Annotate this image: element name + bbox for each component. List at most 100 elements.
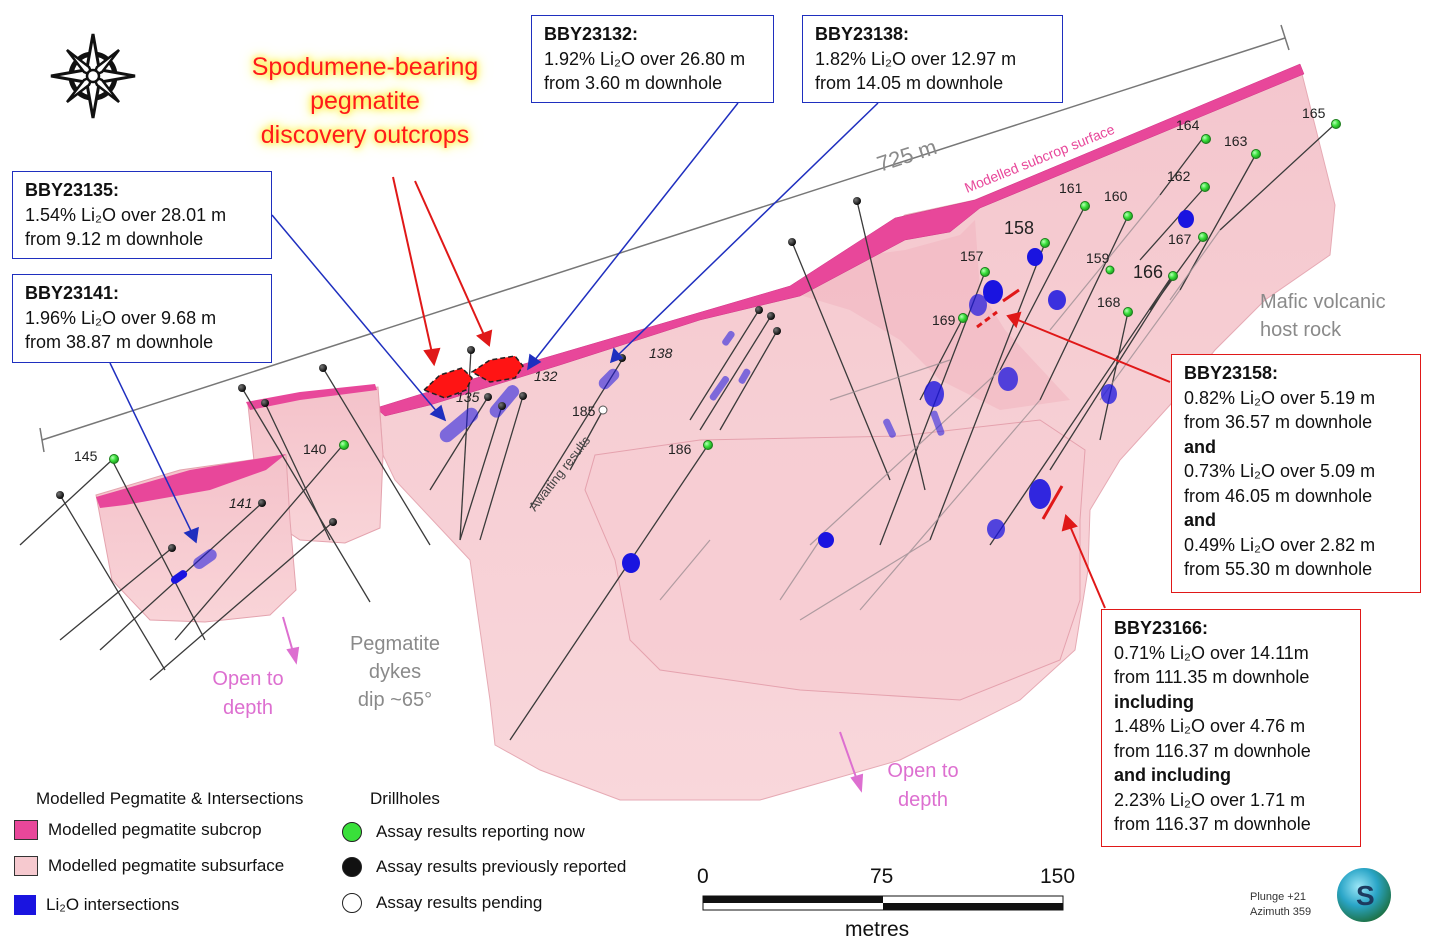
label-185: 185 (572, 403, 596, 419)
label-166: 166 (1133, 262, 1163, 282)
label-140: 140 (303, 441, 327, 457)
collar-159 (1105, 265, 1115, 275)
host-rock-line-1: Mafic volcanic (1260, 291, 1386, 313)
callout-and: and (1184, 510, 1217, 530)
label-165: 165 (1302, 105, 1326, 121)
collar-164 (1201, 134, 1211, 144)
label-135: 135 (456, 389, 480, 405)
callout-line: from 9.12 m downhole (25, 229, 204, 249)
intersection-b5 (930, 410, 945, 436)
callout-line: 2.23% Li₂O over 1.71 m (1114, 789, 1306, 810)
callout-line: from 116.37 m downhole (1114, 740, 1311, 761)
legend-subcrop: Modelled pegmatite subcrop (14, 820, 262, 840)
open-to-depth-right: Open to depth (870, 757, 976, 815)
azimuth-label: Azimuth 359 (1250, 906, 1312, 918)
intersection-c3 (987, 519, 1005, 539)
callout-line: 1.96% Li₂O over 9.68 m (25, 307, 217, 328)
intersection-c5 (622, 553, 640, 573)
callout-including: including (1114, 691, 1194, 712)
dykes-line-2: dykes (368, 661, 422, 683)
callout-line: from 116.37 m downhole (1114, 814, 1311, 834)
legend-label: Assay results reporting now (376, 822, 585, 841)
dot-previously-reported (342, 857, 362, 877)
view-orientation: Plunge +21 Azimuth 359 (1250, 890, 1311, 920)
label-164: 164 (1176, 117, 1200, 133)
legend-reporting-now: Assay results reporting now (342, 822, 585, 842)
callout-line: 1.54% Li₂O over 28.01 m (25, 204, 227, 225)
collars-previous (56, 197, 861, 552)
label-132: 132 (534, 368, 558, 384)
intersection-169 (924, 381, 944, 407)
collar-163 (1251, 149, 1261, 159)
legend-heading-drillholes: Drillholes (370, 789, 440, 808)
callout-hole-id: BBY23138: (815, 24, 910, 44)
leader-lines-blue (109, 102, 879, 544)
pegmatite-body-main (379, 65, 1336, 801)
callout-including: and including (1114, 765, 1231, 785)
label-168: 168 (1097, 294, 1121, 310)
callout-line: 1.48% Li₂O over 4.76 m (1114, 716, 1306, 736)
label-157: 157 (960, 248, 984, 264)
intersection-167 (1178, 210, 1194, 228)
host-rock-line-2: host rock (1260, 319, 1342, 341)
intersection-141b (170, 570, 188, 584)
collar-140 (339, 440, 349, 450)
callout-bby23138: BBY23138: 1.82% Li₂O over 12.97 m from 1… (802, 15, 1063, 103)
scale-unit: metres (845, 918, 910, 941)
open-depth-right-line-1: Open to (887, 760, 959, 782)
collar-158 (1040, 238, 1050, 248)
collar-145 (109, 454, 119, 464)
legend-label: Assay results previously reported (376, 857, 627, 876)
callout-bby23166: BBY23166: 0.71% Li₂O over 14.11m from 11… (1101, 609, 1361, 847)
dykes-line-1: Pegmatite (349, 633, 441, 655)
callout-line: from 46.05 m downhole (1184, 485, 1373, 506)
intersection-159 (1048, 290, 1066, 310)
collars (56, 119, 1341, 552)
label-158: 158 (1004, 218, 1034, 238)
callout-bby23158: BBY23158: 0.82% Li₂O over 5.19 m from 36… (1171, 354, 1421, 593)
collar-168 (1123, 307, 1133, 317)
intersection-c4 (818, 532, 834, 548)
intersection-158a (983, 280, 1003, 304)
title-line-2: pegmatite (310, 87, 420, 115)
legend-subsurface: Modelled pegmatite subsurface (14, 856, 284, 876)
callout-hole-id: BBY23135: (25, 180, 120, 200)
svg-text:S: S (1356, 880, 1375, 911)
legend-label: Li₂O intersections (46, 895, 180, 914)
leader-lines-red (392, 176, 1171, 609)
callout-line: 1.92% Li₂O over 26.80 m (544, 48, 746, 69)
label-138: 138 (649, 345, 673, 361)
distance-label: 725 m (874, 134, 940, 177)
collar-162 (1200, 182, 1210, 192)
collar-165 (1331, 119, 1341, 129)
intersection-b3 (738, 368, 751, 384)
drill-traces-under (659, 194, 1221, 621)
collar-166 (1168, 271, 1178, 281)
discovery-outcrops (422, 355, 524, 399)
label-141: 141 (229, 495, 252, 511)
label-167: 167 (1168, 231, 1192, 247)
swatch-subcrop (14, 820, 38, 840)
label-163: 163 (1224, 133, 1248, 149)
dykes-line-3: dip ~65° (357, 689, 433, 711)
company-logo-icon: S (1337, 868, 1391, 922)
callout-hole-id: BBY23166: (1114, 618, 1209, 638)
legend-label: Modelled pegmatite subcrop (48, 820, 262, 839)
callout-line: from 111.35 m downhole (1114, 667, 1310, 687)
scale-bar (702, 895, 1064, 911)
callout-line: 1.82% Li₂O over 12.97 m (815, 48, 1017, 69)
hole-labels: 145 140 141 135 132 138 185 186 157 158 … (74, 105, 1326, 511)
legend-pending: Assay results pending (342, 893, 542, 913)
plunge-label: Plunge +21 (1250, 891, 1306, 903)
callout-line: 0.71% Li₂O over 14.11m (1114, 642, 1309, 663)
intersection-158b (969, 294, 987, 316)
swatch-intersections (14, 895, 36, 915)
callout-line: from 3.60 m downhole (544, 73, 723, 93)
distance-bar (39, 24, 1290, 453)
open-depth-arrows (282, 616, 864, 793)
collar-186 (703, 440, 713, 450)
intersection-161 (1027, 248, 1043, 266)
intersection-b2 (709, 375, 730, 401)
scale-tick-150: 150 (1040, 865, 1076, 888)
